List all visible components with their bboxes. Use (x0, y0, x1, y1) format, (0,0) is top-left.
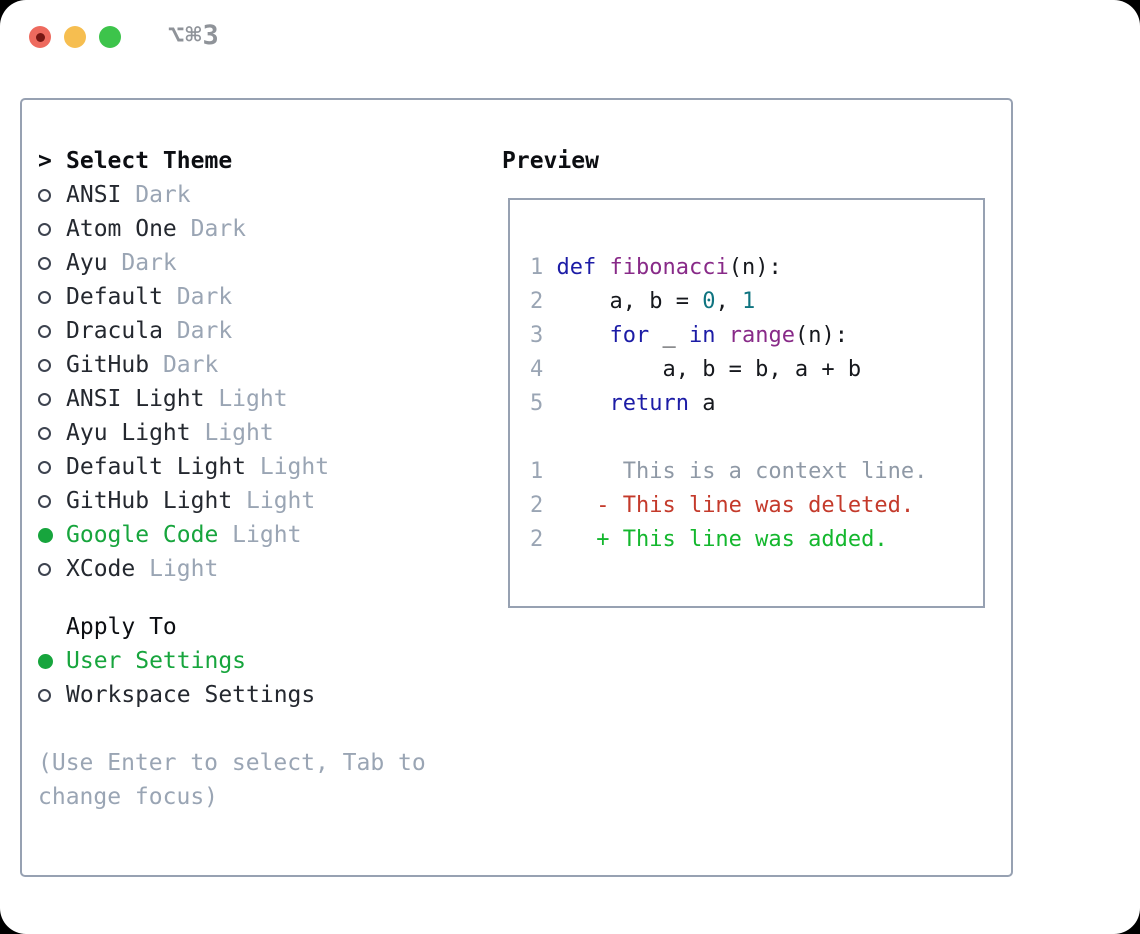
diff-preview: 1 This is a context line. 2 - This line w… (530, 455, 983, 557)
theme-variant-label: Dark (107, 250, 177, 276)
theme-option-label: Atom One (66, 216, 177, 242)
help-text: (Use Enter to select, Tab to change focu… (38, 746, 426, 814)
theme-option-ansi-light[interactable]: ANSI Light Light (38, 382, 426, 416)
theme-variant-label: Dark (121, 182, 191, 208)
preview-blank-line (530, 421, 983, 455)
theme-variant-label: Dark (162, 284, 233, 310)
theme-variant-label: Dark (162, 318, 233, 344)
theme-option-label: GitHub Light (66, 488, 233, 514)
theme-variant-label: Light (218, 522, 302, 548)
radio-icon (38, 222, 66, 236)
close-dot-icon (35, 32, 45, 42)
radio-icon (38, 688, 66, 702)
diff-line-context: 1 This is a context line. (530, 459, 928, 484)
apply-to-header: Apply To (66, 614, 177, 640)
radio-icon (38, 358, 66, 372)
theme-option-label: Dracula (66, 318, 163, 344)
theme-option-label: Default (66, 284, 163, 310)
code-line: 4 a, b = b, a + b (530, 357, 862, 382)
apply-option-label: User Settings (66, 648, 247, 674)
close-button-icon[interactable] (29, 26, 51, 48)
theme-list-header-row: > Select Theme (38, 144, 426, 178)
theme-option-label: ANSI (66, 182, 122, 208)
radio-icon (38, 256, 66, 270)
line-number: 2 (530, 493, 544, 518)
theme-option-github[interactable]: GitHub Dark (38, 348, 426, 382)
radio-selected-icon (38, 527, 66, 543)
theme-option-label: XCode (66, 556, 136, 582)
code-line: 5 return a (530, 391, 716, 416)
theme-variant-label: Light (135, 556, 219, 582)
theme-option-github-light[interactable]: GitHub Light Light (38, 484, 426, 518)
zoom-button-icon[interactable] (99, 26, 121, 48)
theme-option-dracula[interactable]: Dracula Dark (38, 314, 426, 348)
theme-option-default[interactable]: Default Dark (38, 280, 426, 314)
apply-option-workspace-settings[interactable]: Workspace Settings (38, 678, 426, 712)
theme-variant-label: Light (190, 420, 274, 446)
theme-option-google-code[interactable]: Google Code Light (38, 518, 426, 552)
code-preview: 1 def fibonacci(n): 2 a, b = 0, 1 3 for _ … (530, 251, 983, 421)
radio-icon (38, 562, 66, 576)
line-number: 2 (530, 289, 544, 314)
window-shortcut-label: ⌥⌘3 (168, 20, 220, 51)
line-number: 5 (530, 391, 544, 416)
theme-option-label: Ayu Light (66, 420, 191, 446)
preview-pane: 1 def fibonacci(n): 2 a, b = 0, 1 3 for _ … (508, 198, 985, 608)
radio-icon (38, 392, 66, 406)
apply-to-header-row: Apply To (38, 610, 426, 644)
radio-icon (38, 188, 66, 202)
selection-caret-icon: > (38, 148, 52, 174)
theme-variant-label: Light (204, 386, 288, 412)
line-number: 2 (530, 527, 544, 552)
theme-variant-label: Dark (149, 352, 219, 378)
preview-header: Preview (502, 148, 599, 174)
theme-option-label: Google Code (66, 522, 219, 548)
radio-icon (38, 426, 66, 440)
theme-list-header: Select Theme (66, 148, 233, 174)
apply-option-label: Workspace Settings (66, 682, 316, 708)
line-number: 1 (530, 459, 544, 484)
line-number: 3 (530, 323, 544, 348)
titlebar: ⌥⌘3 (0, 0, 1140, 75)
theme-option-label: Ayu (66, 250, 108, 276)
code-line: 2 a, b = 0, 1 (530, 289, 756, 314)
theme-option-label: GitHub (66, 352, 150, 378)
theme-option-label: ANSI Light (66, 386, 205, 412)
theme-option-label: Default Light (66, 454, 247, 480)
traffic-lights (29, 26, 121, 48)
theme-option-ayu-light[interactable]: Ayu Light Light (38, 416, 426, 450)
radio-icon (38, 460, 66, 474)
theme-option-atom-one[interactable]: Atom One Dark (38, 212, 426, 246)
line-number: 4 (530, 357, 544, 382)
help-text-line-1: (Use Enter to select, Tab to (38, 750, 426, 776)
code-line: 3 for _ in range(n): (530, 323, 848, 348)
radio-icon (38, 290, 66, 304)
diff-line-added: 2 + This line was added. (530, 527, 888, 552)
radio-selected-icon (38, 653, 66, 669)
diff-line-deleted: 2 - This line was deleted. (530, 493, 915, 518)
help-text-line-2: change focus) (38, 784, 219, 810)
line-number: 1 (530, 255, 544, 280)
code-line: 1 def fibonacci(n): (530, 255, 782, 280)
radio-icon (38, 324, 66, 338)
radio-icon (38, 494, 66, 508)
theme-variant-label: Light (246, 454, 330, 480)
theme-option-default-light[interactable]: Default Light Light (38, 450, 426, 484)
theme-variant-label: Light (232, 488, 316, 514)
theme-option-xcode[interactable]: XCode Light (38, 552, 426, 586)
theme-variant-label: Dark (176, 216, 247, 242)
apply-option-user-settings[interactable]: User Settings (38, 644, 426, 678)
minimize-button-icon[interactable] (64, 26, 86, 48)
theme-option-ayu[interactable]: Ayu Dark (38, 246, 426, 280)
theme-option-ansi[interactable]: ANSI Dark (38, 178, 426, 212)
